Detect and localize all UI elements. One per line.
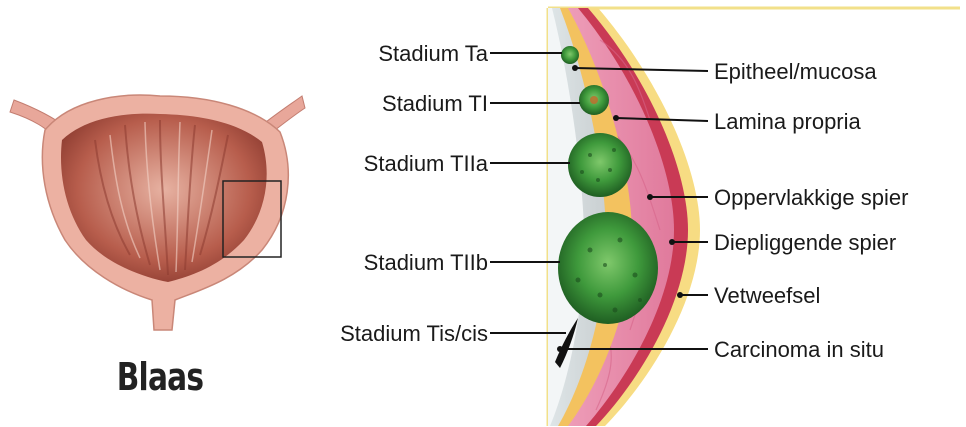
label-stadium-tis: Stadium Tis/cis	[340, 323, 488, 345]
label-oppervlakkige-spier: Oppervlakkige spier	[714, 187, 908, 209]
label-carcinoma-in-situ: Carcinoma in situ	[714, 339, 884, 361]
label-vetweefsel: Vetweefsel	[714, 285, 820, 307]
label-stadium-t2a: Stadium TIIa	[364, 153, 488, 175]
label-diepliggende-spier: Diepliggende spier	[714, 232, 896, 254]
tumor-stage-ta	[561, 46, 579, 64]
label-epitheel: Epitheel/mucosa	[714, 61, 877, 83]
label-stadium-ta: Stadium Ta	[378, 43, 488, 65]
diagram-title: Blaas	[113, 355, 207, 399]
tumor-stage-t2b	[558, 212, 658, 324]
label-stadium-t1: Stadium TI	[382, 93, 488, 115]
tumor-stage-t2a	[568, 133, 632, 197]
bladder-illustration	[10, 95, 305, 330]
tumor-stage-t1	[579, 85, 609, 115]
label-stadium-t2b: Stadium TIIb	[364, 252, 488, 274]
label-lamina-propria: Lamina propria	[714, 111, 861, 133]
